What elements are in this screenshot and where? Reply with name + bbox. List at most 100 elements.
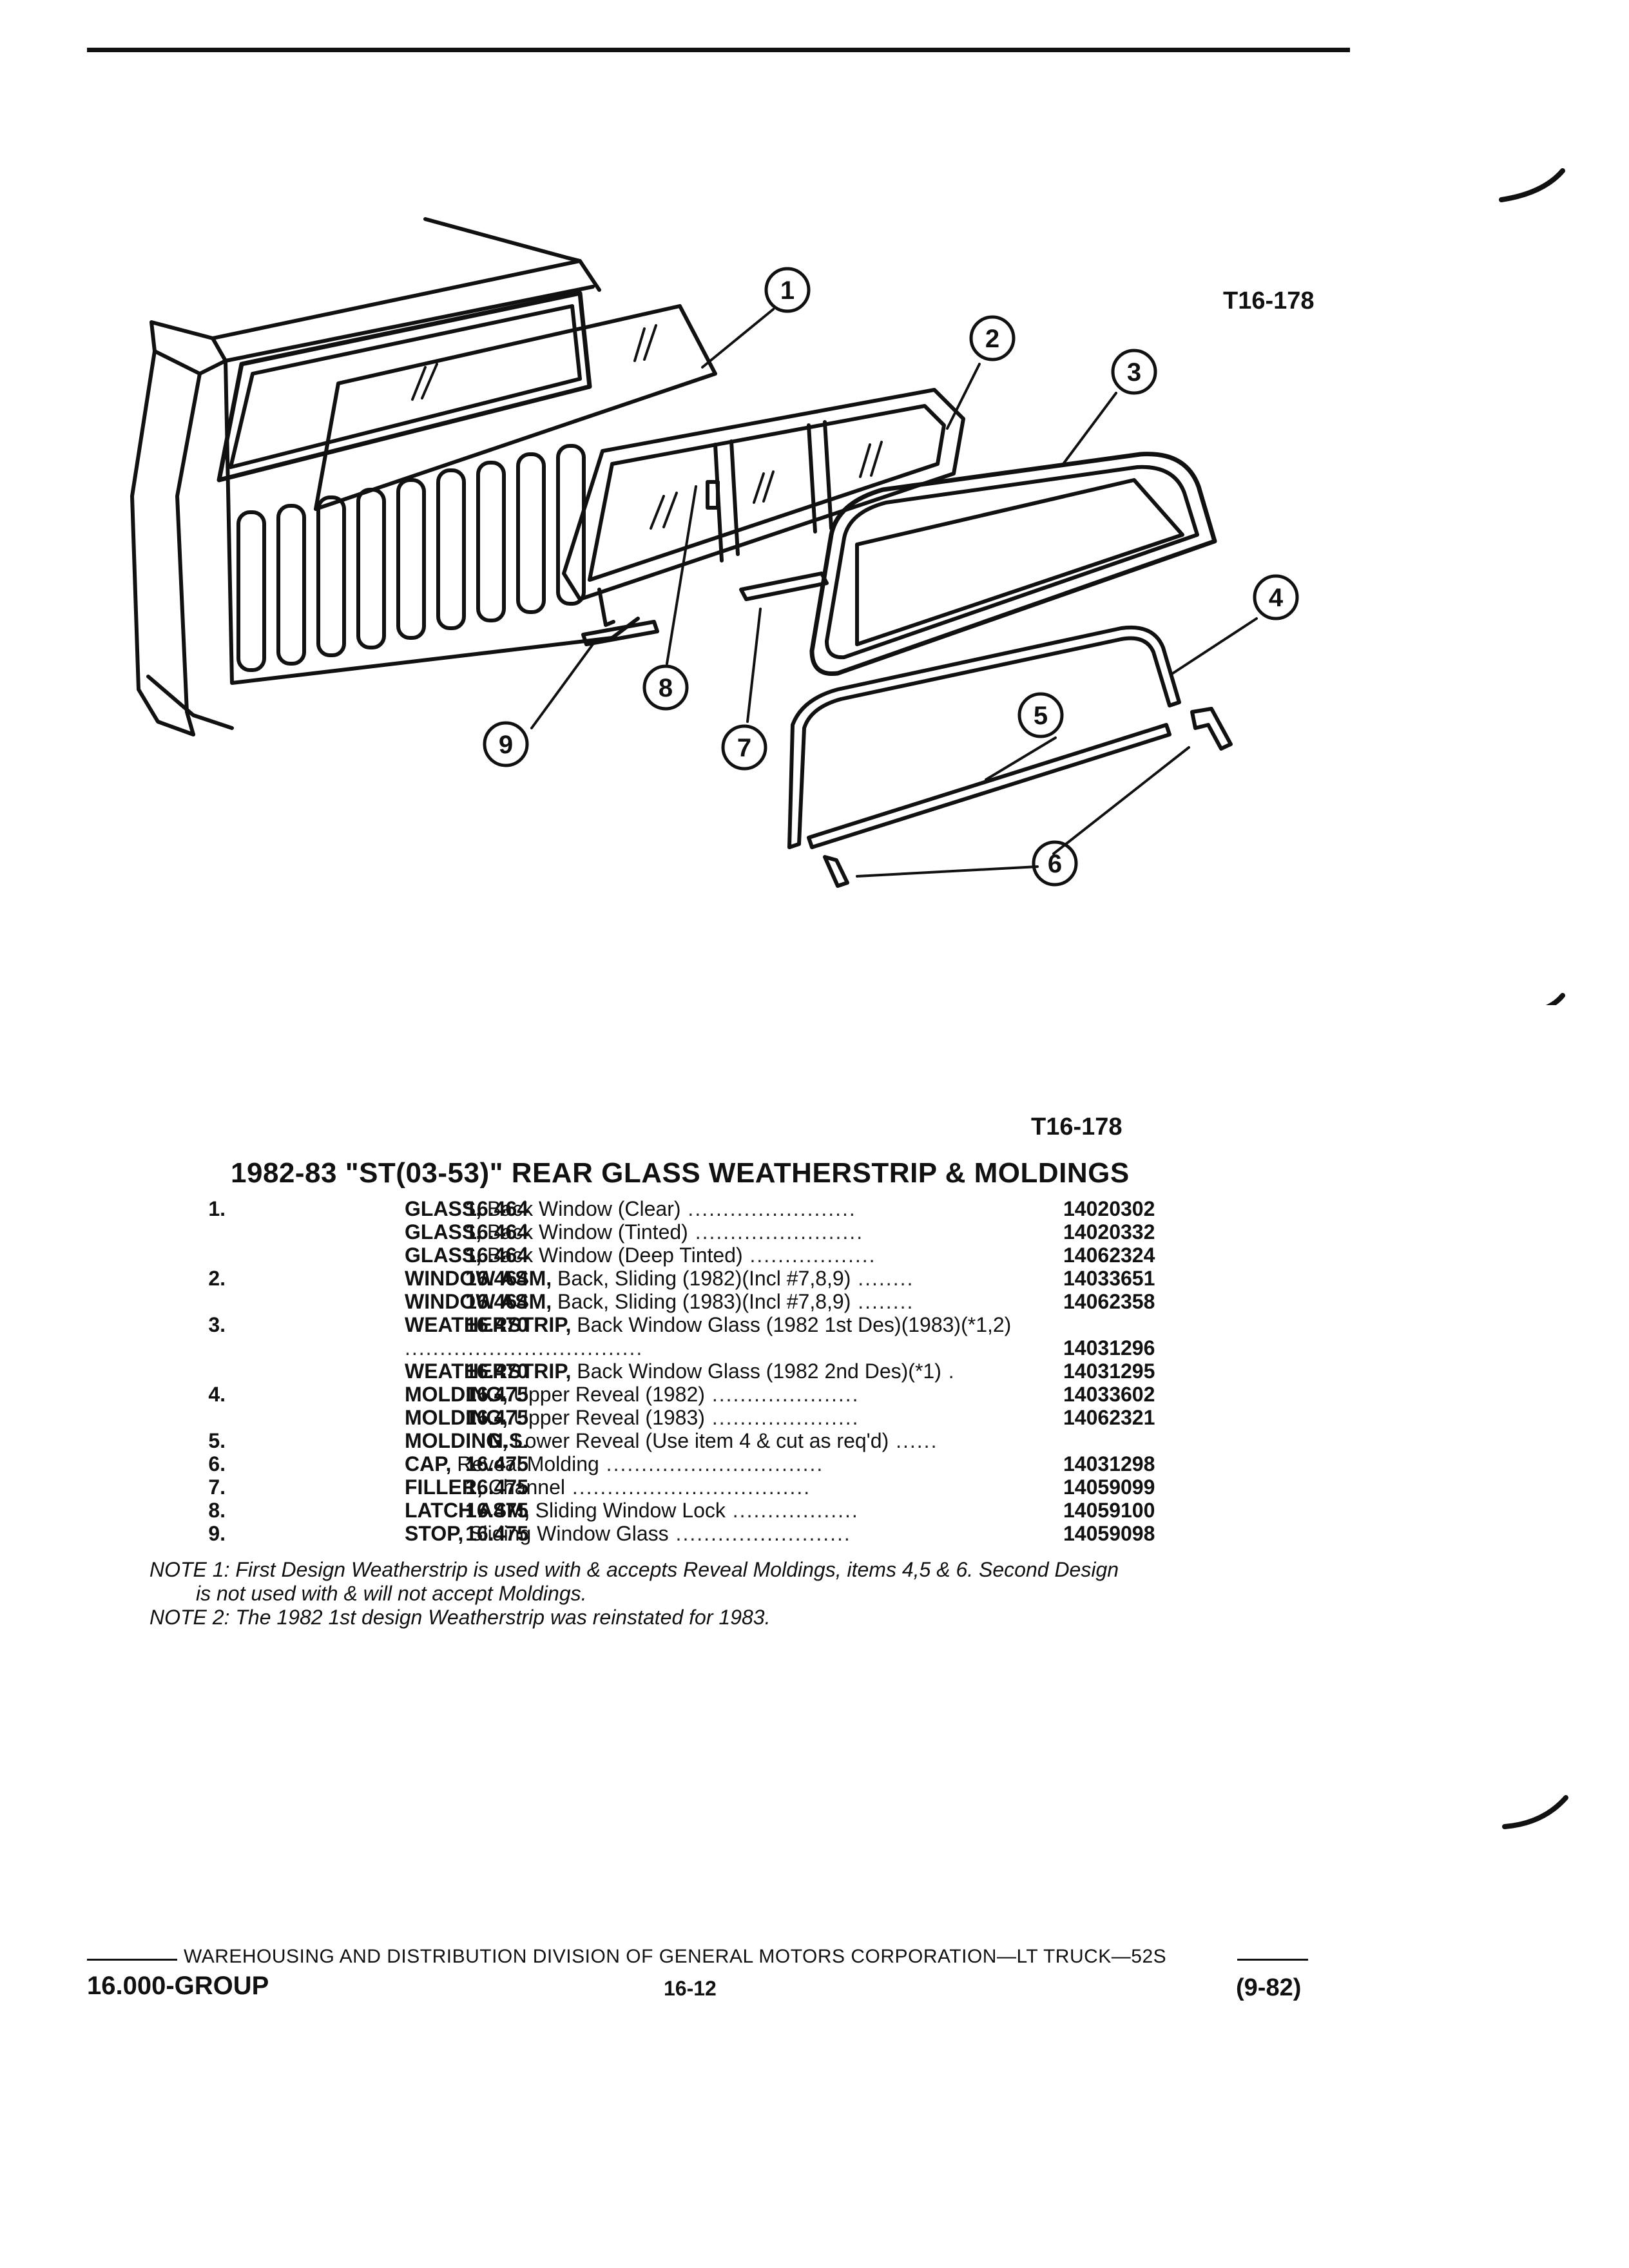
part-description: LATCH ASM, Sliding Window Lock .........… [405,1499,1062,1522]
cab-back-panel [130,217,640,736]
part-number: 14059098 [1063,1522,1155,1545]
part-name: FILLER, [405,1475,483,1499]
callout-9: 9 [499,731,513,759]
part-detail: Back Window (Clear) [481,1197,681,1220]
group-number: 16.475 [465,1452,528,1475]
part-description: GLASS, Back Window (Deep Tinted) .......… [405,1244,1062,1267]
part-name: WINDOW ASM, [405,1290,552,1313]
part-detail: Back, Sliding (1982)(Incl #7,8,9) [552,1267,851,1290]
part-detail: Back, Sliding (1983)(Incl #7,8,9) [552,1290,851,1313]
part-number: 14062324 [1063,1244,1155,1267]
section-title: 1982-83 "ST(03-53)" REAR GLASS WEATHERST… [231,1157,1130,1189]
item-number: 7. [208,1475,226,1499]
part-description: WEATHERSTRIP, Back Window Glass (1982 1s… [405,1313,1062,1360]
callout-5: 5 [1034,702,1048,730]
part-description: WEATHERSTRIP, Back Window Glass (1982 2n… [405,1360,1062,1383]
part-name: WEATHERSTRIP, [405,1313,572,1336]
part-number: 14031295 [1063,1360,1155,1383]
part-detail: Upper Reveal (1982) [507,1383,705,1406]
dot-leader: .................................. [564,1475,811,1499]
group-number: 16.475 [465,1406,528,1429]
part-name: STOP, [405,1522,464,1545]
exploded-view-illustration: 1 2 3 4 5 6 7 8 9 [130,168,1565,1005]
group-number: 16.475 [465,1499,528,1522]
part-name: MOLDING, [405,1406,508,1429]
revision-date: (9-82) [1236,1974,1302,2001]
group-number: 16.475 [465,1522,528,1545]
part-description: GLASS, Back Window (Tinted) ............… [405,1220,1062,1244]
part-name: MOLDING, [405,1383,508,1406]
top-rule [87,48,1350,52]
part-detail: Back Window (Deep Tinted) [481,1244,743,1267]
callout-2: 2 [985,325,999,353]
footer-rule-left [87,1959,177,1961]
dot-leader: ...... [889,1429,938,1452]
item-4-upper-molding [787,625,1181,849]
group-number: 16.464 [465,1220,528,1244]
part-detail: Sliding Window Glass [463,1522,669,1545]
part-name: GLASS, [405,1244,482,1267]
dot-leader: ......................... [668,1522,851,1545]
item-number: 3. [208,1313,226,1336]
part-description: STOP, Sliding Window Glass .............… [405,1522,1062,1545]
footer-rule-right [1237,1959,1308,1961]
part-number: 14033602 [1063,1383,1155,1406]
group-number: 16.470 [465,1360,528,1383]
item-1-glass [314,304,717,511]
dot-leader: . [941,1360,956,1383]
dot-leader: ........ [851,1267,914,1290]
part-detail: Back Window (Tinted) [481,1220,688,1244]
part-detail: Back Window Glass (1982 2nd Des)(*1) [571,1360,941,1383]
binding-mark [1502,1795,1568,1829]
figure-code-bottom: T16-178 [1031,1113,1123,1140]
group-number: 16.475 [465,1475,528,1499]
group-number: 16.464 [465,1290,528,1313]
part-name: LATCH ASM, [405,1499,530,1522]
item-7-filler [739,572,829,601]
part-number: 14062358 [1063,1290,1155,1313]
parts-row: 5.N.S.MOLDING, Lower Reveal (Use item 4 … [161,1429,1205,1452]
callout-3: 3 [1127,358,1141,387]
part-detail: Channel [482,1475,565,1499]
item-number: 6. [208,1452,226,1475]
part-description: GLASS, Back Window (Clear) .............… [405,1197,1062,1220]
group-number: 16.464 [465,1197,528,1220]
part-name: WINDOW ASM, [405,1267,552,1290]
part-description: MOLDING, Upper Reveal (1982) ...........… [405,1383,1062,1406]
part-number: 14031298 [1063,1452,1155,1475]
dot-leader: ........ [851,1290,914,1313]
dot-leader: ........................ [688,1220,864,1244]
callout-1: 1 [780,276,795,305]
dot-leader: .................. [742,1244,876,1267]
group-number: 16.475 [465,1383,528,1406]
part-name: GLASS, [405,1220,482,1244]
item-number: 9. [208,1522,226,1545]
part-name: WEATHERSTRIP, [405,1360,572,1383]
part-number: 14020302 [1063,1197,1155,1220]
item-number: 2. [208,1267,226,1290]
dot-leader: .................................. [405,1336,644,1360]
callout-7: 7 [737,734,751,762]
part-number: 14033651 [1063,1267,1155,1290]
part-number: 14031296 [1063,1336,1155,1360]
note-1-line-2: is not used with & will not accept Moldi… [196,1582,587,1605]
group-number: 16.470 [465,1313,528,1336]
part-name: CAP, [405,1452,452,1475]
item-number: 5. [208,1429,226,1452]
note-1-line-1: NOTE 1: First Design Weatherstrip is use… [149,1558,1119,1581]
part-detail: Upper Reveal (1983) [507,1406,705,1429]
part-name: MOLDING, [405,1429,508,1452]
part-description: MOLDING, Lower Reveal (Use item 4 & cut … [405,1429,1062,1452]
part-number: 14059100 [1063,1499,1155,1522]
